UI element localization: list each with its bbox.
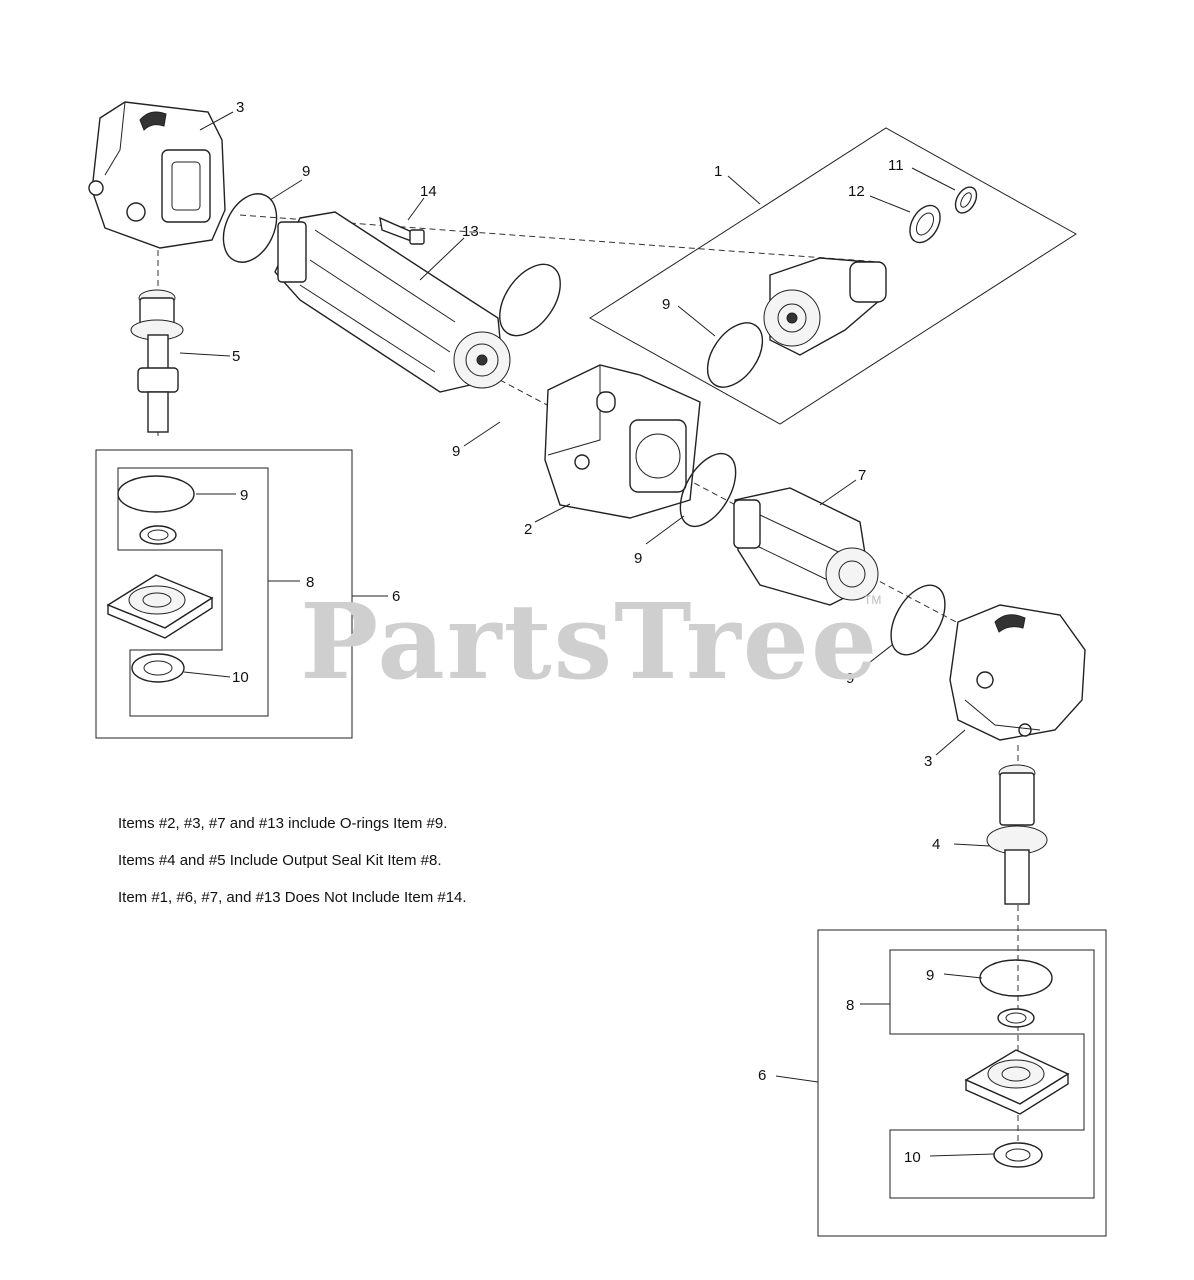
o-ring	[890, 584, 946, 656]
o-ring	[706, 322, 764, 388]
o-ring	[222, 193, 278, 263]
main-axis-upper	[239, 214, 881, 263]
center-gear-housing	[544, 364, 701, 519]
callout-4: 4	[932, 836, 940, 853]
callout-9: 9	[302, 163, 310, 180]
kit-box-item-1	[589, 127, 1077, 425]
output-gear-shaft-right	[986, 764, 1048, 905]
diagram-notes: Items #2, #3, #7 and #13 include O-rings…	[118, 812, 638, 923]
bearing-flange-right	[964, 1049, 1070, 1115]
kit-box-item-6-right	[817, 929, 1107, 1237]
leader-lines	[179, 111, 995, 1157]
callout-9: 9	[662, 296, 670, 313]
bolt	[379, 216, 425, 245]
callout-1: 1	[714, 163, 722, 180]
shaft-tube-assembly	[274, 211, 511, 393]
seal	[909, 204, 941, 244]
callout-10: 10	[232, 669, 249, 686]
output-gear-shaft-left	[130, 289, 184, 433]
callout-6: 6	[392, 588, 400, 605]
gearbox-housing-lower	[949, 604, 1086, 741]
callout-5: 5	[232, 348, 240, 365]
callout-10: 10	[904, 1149, 921, 1166]
callout-2: 2	[524, 521, 532, 538]
o-ring	[979, 959, 1053, 997]
callout-7: 7	[858, 467, 866, 484]
kit-box-item-8-right	[889, 949, 1095, 1199]
note-orings: Items #2, #3, #7 and #13 include O-rings…	[118, 815, 448, 832]
input-shaft-assembly	[763, 257, 887, 356]
washer	[954, 186, 978, 214]
callout-9: 9	[846, 670, 854, 687]
callout-9: 9	[452, 443, 460, 460]
note-bolt-excluded: Item #1, #6, #7, and #13 Does Not Includ…	[118, 889, 467, 906]
partstree-watermark: PartsTree	[300, 580, 880, 703]
o-ring	[117, 475, 195, 513]
callout-13: 13	[462, 223, 479, 240]
callout-12: 12	[848, 183, 865, 200]
note-seal-kit: Items #4 and #5 Include Output Seal Kit …	[118, 852, 442, 869]
kit-box-item-6-left	[95, 449, 353, 739]
o-ring	[499, 263, 561, 337]
output-shaft-assembly	[733, 487, 879, 606]
callout-14: 14	[420, 183, 437, 200]
o-ring	[679, 452, 737, 528]
callout-3: 3	[924, 753, 932, 770]
callout-9: 9	[634, 550, 642, 567]
trademark-mark: TM	[864, 593, 882, 607]
callout-3: 3	[236, 99, 244, 116]
seal	[139, 525, 177, 545]
kit-box-item-8-left	[117, 467, 269, 717]
seal-lower	[131, 653, 185, 683]
callout-8: 8	[846, 997, 854, 1014]
callout-11: 11	[888, 157, 904, 174]
callout-9: 9	[240, 487, 248, 504]
seal	[997, 1008, 1035, 1028]
callout-9: 9	[926, 967, 934, 984]
gearbox-housing-upper	[88, 101, 226, 249]
callout-6: 6	[758, 1067, 766, 1084]
callout-8: 8	[306, 574, 314, 591]
seal-lower	[993, 1142, 1043, 1168]
bearing-flange-left	[106, 574, 214, 639]
